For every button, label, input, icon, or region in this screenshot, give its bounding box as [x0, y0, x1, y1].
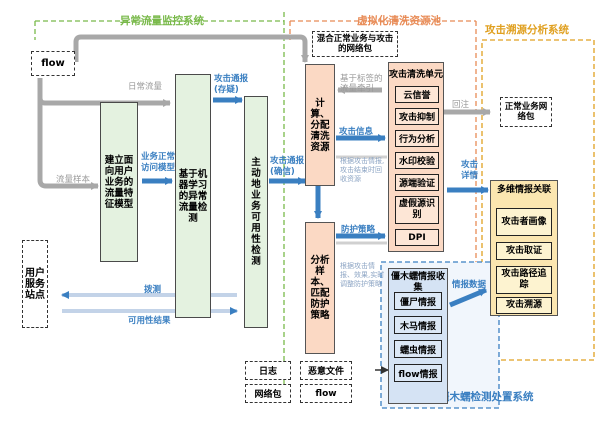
clean-item-reputation: 云信誉	[395, 86, 439, 103]
label-attack-detail: 攻击详情	[461, 160, 479, 181]
calc-resource-box: 计算、分配清洗资源	[305, 64, 335, 186]
note-policy: 根据攻击情报、效果,实时调整防护策略	[340, 262, 385, 288]
label-label-traction: 基于标签的流量牵引	[340, 74, 383, 94]
sample-policy-box: 分析样本、匹配防护策略	[305, 222, 335, 354]
label-attack-confirm: 攻击通报(确信)	[270, 156, 305, 177]
apt-intel-title: 僵木蠕情报收集	[390, 272, 445, 293]
flow-source-box: flow	[31, 51, 75, 76]
trace-item-forensics: 攻击取证	[496, 242, 552, 260]
label-daily: 日常流量	[128, 82, 163, 92]
clean-item-behavior: 行为分析	[395, 130, 439, 147]
apt-region-title: 僵木蠕检测处置系统	[439, 391, 534, 403]
ml-detect-box: 基于机器学习的异常流量检测	[175, 74, 211, 318]
trace-item-origin: 攻击溯源	[496, 297, 552, 314]
trace-frame	[481, 39, 595, 361]
clean-item-dpi: DPI	[395, 229, 439, 246]
label-attack-info: 攻击信息	[339, 127, 374, 137]
input-log: 日志	[245, 361, 291, 380]
apt-item-worm: 蠕虫情报	[394, 340, 442, 358]
model-build-box: 建立面向用户业务的流量特征模型	[100, 102, 138, 262]
monitor-region-title: 异常流量监控系统	[120, 15, 204, 27]
clean-item-watermark: 水印校验	[395, 152, 439, 169]
normal-packet-box: 正常业务网络包	[500, 97, 552, 127]
label-normal-model: 业务正常访问模型	[141, 152, 176, 173]
apt-intel-box: 僵木蠕情报收集	[388, 268, 448, 404]
clean-item-suppression: 攻击抑制	[395, 108, 439, 125]
label-intel: 情报数据	[452, 280, 487, 290]
mixed-packet-box: 混合正常业务与攻击的网络包	[312, 31, 398, 57]
sample-flow-arrow	[37, 98, 99, 190]
input-flow: flow	[300, 384, 352, 403]
input-malware: 恶意文件	[300, 361, 352, 380]
trace-box-title: 多维情报关联	[496, 185, 551, 195]
apt-item-flow: flow情报	[394, 364, 442, 382]
label-probe: 拨测	[144, 285, 162, 295]
intel-arrow	[449, 287, 487, 308]
cleaning-region-title: 虚拟化清洗资源池	[357, 15, 441, 27]
apt-item-trojan: 木马情报	[394, 316, 442, 334]
label-defense: 防护策略	[341, 225, 376, 235]
trace-item-path: 攻击路径追踪	[496, 266, 552, 294]
clean-unit-title: 攻击清洗单元	[389, 70, 444, 80]
traction-flow-arrow	[73, 34, 309, 63]
user-site-box: 用户服务站点	[22, 240, 48, 328]
input-packet: 网络包	[245, 384, 291, 403]
trace-item-profile: 攻击者画像	[496, 208, 552, 236]
trace-region-title: 攻击溯源分析系统	[485, 24, 569, 36]
label-sample: 流量样本	[56, 175, 91, 185]
note-calc: 根据攻击情报,攻击结束时回收资源	[340, 157, 385, 183]
label-reinject: 回注	[452, 100, 470, 110]
apt-item-botnet: 僵尸情报	[394, 292, 442, 310]
clean-item-fake-source: 虚假源识别	[395, 196, 439, 224]
clean-item-source-verify: 源端验证	[395, 174, 439, 191]
label-avail: 可用性结果	[128, 316, 171, 326]
active-check-box: 主动地业务可用性检测	[244, 96, 268, 328]
label-attack-alert: 攻击通报(存疑)	[214, 74, 249, 95]
